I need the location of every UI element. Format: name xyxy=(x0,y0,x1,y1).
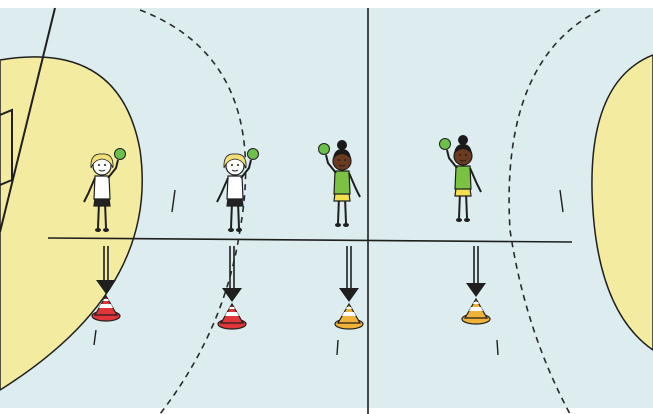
player-1 xyxy=(83,148,126,232)
player-2 xyxy=(216,148,259,232)
handball-icon xyxy=(439,138,451,150)
training-cone-icon xyxy=(91,294,121,322)
goal-area-right xyxy=(591,54,653,351)
training-cone-icon xyxy=(217,302,247,330)
cones xyxy=(91,294,491,330)
down-arrow-icon xyxy=(339,246,359,302)
down-arrow-icon xyxy=(222,246,242,302)
handball-icon xyxy=(318,143,330,155)
start-line xyxy=(47,237,573,243)
player-4 xyxy=(439,135,482,222)
free-throw-line-right xyxy=(508,9,601,414)
down-arrow-icon xyxy=(96,246,116,294)
player-3 xyxy=(318,140,361,227)
goal-left xyxy=(0,108,13,186)
training-cone-icon xyxy=(334,302,364,330)
court-tick-marks xyxy=(93,189,564,356)
court-boundary-left xyxy=(0,7,56,233)
training-cone-icon xyxy=(461,297,491,325)
handball-icon xyxy=(114,148,126,160)
down-arrow-icon xyxy=(466,246,486,297)
goal-area-left xyxy=(0,56,143,391)
players xyxy=(83,135,482,232)
handball-icon xyxy=(247,148,259,160)
run-arrows xyxy=(96,246,486,302)
